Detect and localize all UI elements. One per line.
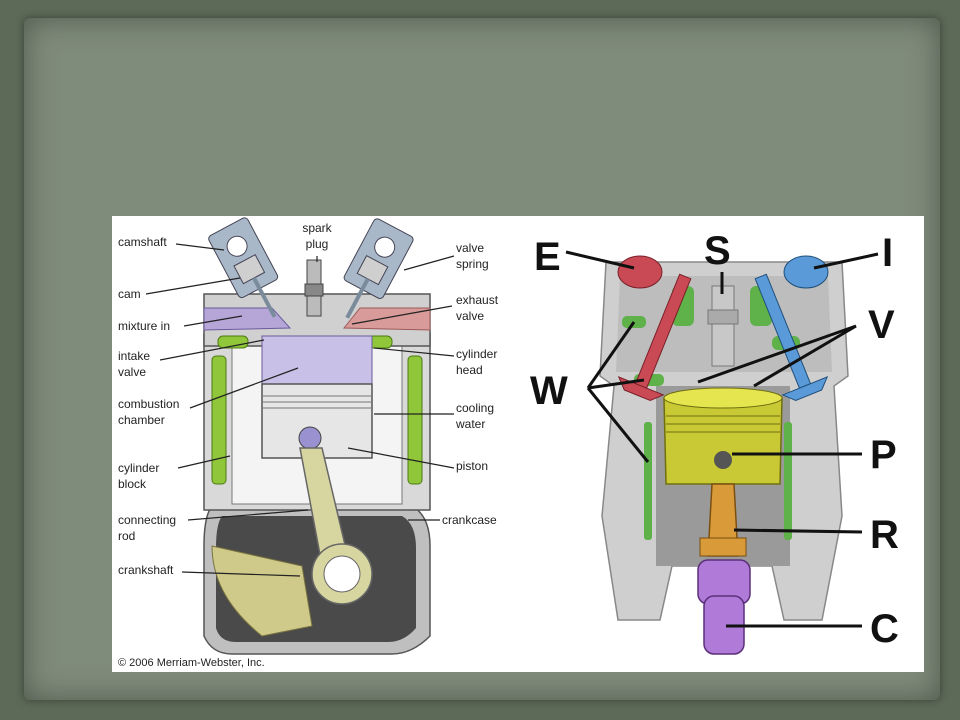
camshaft-housing-left [208, 217, 279, 299]
label-valve-spring-line2: spring [456, 257, 489, 271]
cooling-water-jacket-left [211, 355, 227, 485]
combustion-chamber-shape [261, 335, 373, 387]
letter-I: I [882, 231, 893, 275]
exhaust-port [342, 307, 431, 331]
cooling-water-jacket-right [407, 355, 423, 485]
water-jacket-left-3 [644, 422, 652, 540]
piston-shape [663, 397, 783, 485]
label-spark-plug-line1: spark [302, 221, 332, 235]
piston-pin [714, 451, 732, 469]
label-valve-spring-line1: valve [456, 241, 484, 255]
label-exhaust-valve-line1: exhaust [456, 293, 499, 307]
letter-V: V [868, 303, 895, 347]
label-cooling-water-line1: cooling [456, 401, 494, 415]
letter-R: R [870, 513, 899, 557]
letter-P: P [870, 433, 897, 477]
letter-E: E [534, 235, 561, 279]
label-camshaft: camshaft [118, 235, 167, 249]
copyright-text: © 2006 Merriam-Webster, Inc. [118, 657, 265, 669]
label-piston: piston [456, 459, 488, 473]
label-crankcase: crankcase [442, 513, 497, 527]
label-cylinder-head-line1: cylinder [456, 347, 497, 361]
exhaust-cam [617, 255, 663, 289]
intake-cam [783, 255, 829, 289]
label-spark-plug-line2: plug [306, 237, 329, 251]
water-jacket-right-1 [784, 422, 792, 540]
label-cam: cam [118, 287, 141, 301]
label-cooling-water-line2: water [455, 417, 485, 431]
label-connecting-rod-line2: rod [118, 529, 135, 543]
letter-C: C [870, 607, 899, 651]
piston-pin [298, 426, 322, 450]
label-crankshaft: crankshaft [118, 563, 174, 577]
label-combustion-chamber-line1: combustion [118, 397, 179, 411]
labeled-engine-diagram: camshaft cam mixture in intake valve com… [112, 216, 522, 672]
label-connecting-rod-line1: connecting [118, 513, 176, 527]
label-mixture-in: mixture in [118, 319, 170, 333]
label-intake-valve-line2: valve [118, 365, 146, 379]
label-combustion-chamber-line2: chamber [118, 413, 165, 427]
spark-plug-shape [711, 285, 735, 367]
lettered-engine-diagram: E S I V W P R C [522, 216, 924, 672]
label-exhaust-valve-line2: valve [456, 309, 484, 323]
label-cylinder-block-line2: block [118, 477, 147, 491]
letter-W: W [530, 369, 568, 413]
crankshaft-shape [211, 545, 313, 637]
label-intake-valve-line1: intake [118, 349, 150, 363]
camshaft-housing-right [343, 218, 414, 299]
label-cylinder-block-line1: cylinder [118, 461, 159, 475]
letter-S: S [704, 229, 731, 273]
label-cylinder-head-line2: head [456, 363, 483, 377]
